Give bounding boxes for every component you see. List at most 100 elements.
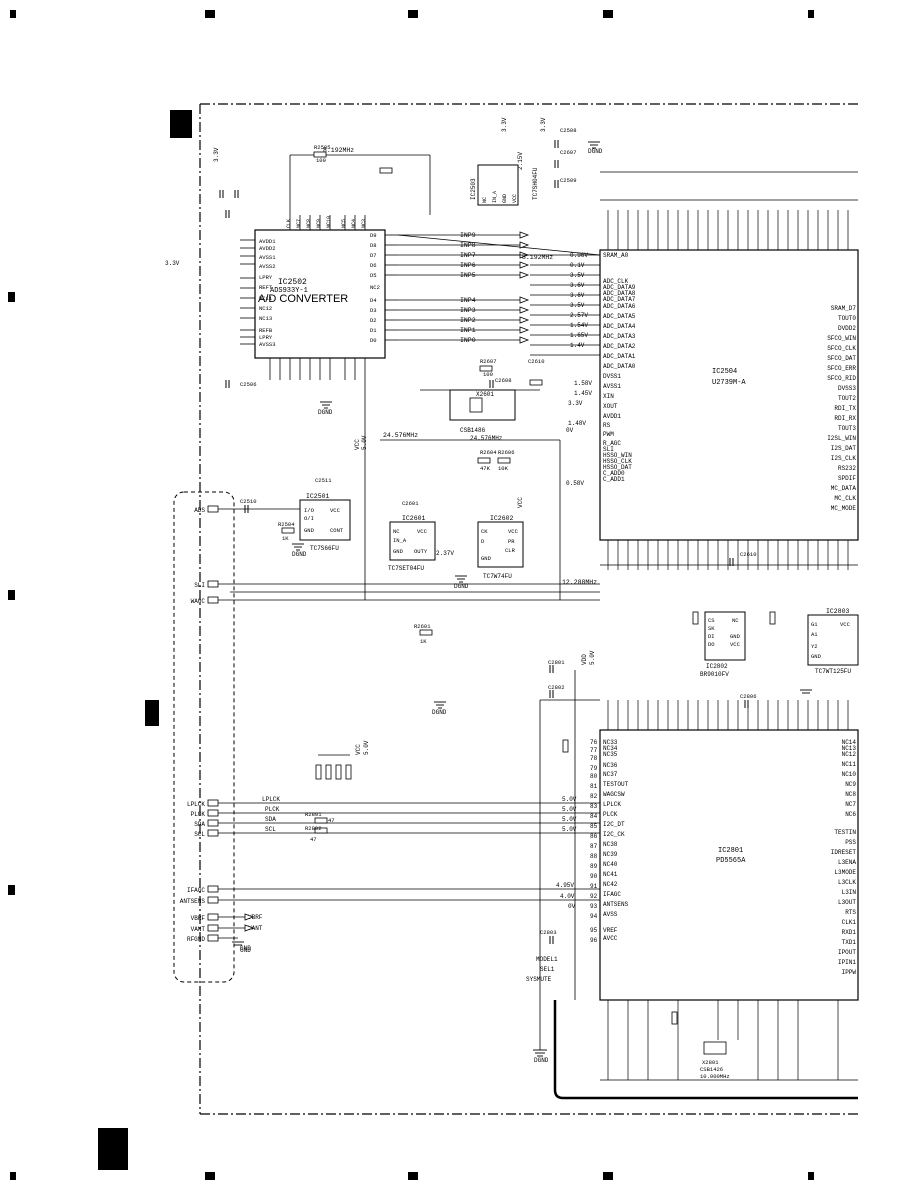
svg-text:RDI_RX: RDI_RX bbox=[834, 415, 856, 422]
svg-text:93: 93 bbox=[590, 903, 598, 910]
svg-text:I2C_DT: I2C_DT bbox=[603, 821, 625, 828]
svg-text:SEL1: SEL1 bbox=[540, 966, 555, 973]
svg-text:LPLCK: LPLCK bbox=[262, 796, 280, 803]
svg-text:1.58V: 1.58V bbox=[574, 380, 592, 387]
svg-text:2.37V: 2.37V bbox=[436, 550, 454, 557]
svg-text:83: 83 bbox=[590, 803, 598, 810]
svg-text:ADC_DATA1: ADC_DATA1 bbox=[603, 353, 636, 360]
svg-text:C2802: C2802 bbox=[548, 684, 565, 691]
svg-text:SLI: SLI bbox=[603, 446, 614, 453]
svg-text:ADC_DATA7: ADC_DATA7 bbox=[603, 296, 636, 303]
section-marker-mid bbox=[145, 700, 159, 726]
svg-text:SRAM_A0: SRAM_A0 bbox=[603, 252, 629, 259]
svg-text:NC8: NC8 bbox=[306, 219, 312, 228]
svg-text:REFB: REFB bbox=[259, 327, 273, 334]
svg-text:I/O: I/O bbox=[304, 507, 315, 514]
svg-text:81: 81 bbox=[590, 783, 598, 790]
svg-text:SYSMUTE: SYSMUTE bbox=[526, 976, 552, 983]
svg-text:RFGND: RFGND bbox=[187, 936, 205, 943]
svg-text:96: 96 bbox=[590, 937, 598, 944]
svg-text:WAGCSW: WAGCSW bbox=[603, 791, 625, 798]
svg-text:1.4V: 1.4V bbox=[570, 342, 585, 349]
svg-text:1.54V: 1.54V bbox=[570, 322, 588, 329]
inp-label: INP4 bbox=[460, 297, 476, 304]
svg-text:91: 91 bbox=[590, 883, 598, 890]
connector-nets bbox=[218, 508, 600, 1050]
svg-text:85: 85 bbox=[590, 823, 598, 830]
ic2801-left-pin-numbers: 76 77 78 79 80 81 82 83 84 85 86 87 88 8… bbox=[590, 739, 598, 944]
svg-text:ANTSENS: ANTSENS bbox=[180, 898, 206, 905]
svg-text:PLCK: PLCK bbox=[265, 806, 280, 813]
svg-text:REFT: REFT bbox=[259, 284, 273, 291]
svg-text:C_ADD1: C_ADD1 bbox=[603, 476, 625, 483]
svg-text:1K: 1K bbox=[420, 638, 427, 645]
svg-text:X2601: X2601 bbox=[476, 391, 494, 398]
svg-text:C2511: C2511 bbox=[315, 477, 332, 484]
svg-text:NC7: NC7 bbox=[845, 801, 856, 808]
svg-text:ADC_DATA2: ADC_DATA2 bbox=[603, 343, 636, 350]
svg-text:3.3V: 3.3V bbox=[501, 117, 508, 132]
ic2502-left-pins: AVDD1 AVDD2 AVSS1 AVSS2 LPRY REFT NC11 N… bbox=[259, 238, 276, 348]
svg-text:GND: GND bbox=[304, 527, 315, 534]
ic2601-inverter: IC2601 NC IN_A GND OUTY VCC TC7SET04FU bbox=[388, 515, 436, 572]
section-marker-bottom bbox=[98, 1128, 128, 1170]
svg-text:G1: G1 bbox=[811, 621, 818, 628]
inp-label: INP1 bbox=[460, 327, 476, 334]
svg-text:0V: 0V bbox=[568, 903, 576, 910]
svg-text:TC7WT125FU: TC7WT125FU bbox=[815, 668, 851, 675]
svg-text:DGND: DGND bbox=[432, 709, 447, 716]
svg-text:VANT: VANT bbox=[248, 925, 263, 932]
svg-text:RS: RS bbox=[603, 422, 611, 429]
svg-text:3.3V: 3.3V bbox=[213, 147, 220, 162]
svg-text:VCC: VCC bbox=[355, 744, 362, 755]
inp-label: INP7 bbox=[460, 252, 476, 259]
svg-text:L3MODE: L3MODE bbox=[834, 869, 856, 876]
svg-text:C2803: C2803 bbox=[540, 929, 557, 936]
svg-text:SDA: SDA bbox=[265, 816, 276, 823]
resistor-symbols bbox=[281, 151, 776, 1025]
svg-text:ADC_DATA3: ADC_DATA3 bbox=[603, 333, 636, 340]
capacitor-symbols bbox=[219, 140, 749, 944]
svg-text:IN_A: IN_A bbox=[393, 537, 407, 544]
svg-text:SK: SK bbox=[708, 625, 715, 632]
svg-text:47K: 47K bbox=[480, 465, 491, 472]
svg-text:D9: D9 bbox=[370, 232, 377, 239]
svg-text:NC: NC bbox=[732, 617, 739, 624]
svg-text:VCC: VCC bbox=[417, 528, 428, 535]
svg-text:NC35: NC35 bbox=[603, 751, 618, 758]
svg-text:C2610: C2610 bbox=[528, 358, 545, 365]
svg-text:AVCC: AVCC bbox=[603, 935, 618, 942]
svg-text:PLCK: PLCK bbox=[191, 811, 206, 818]
svg-text:NC33: NC33 bbox=[603, 739, 618, 746]
svg-text:D6: D6 bbox=[370, 262, 377, 269]
svg-text:C2509: C2509 bbox=[560, 177, 577, 184]
svg-text:NC7: NC7 bbox=[296, 219, 302, 228]
svg-text:87: 87 bbox=[590, 843, 598, 850]
svg-text:VDD: VDD bbox=[581, 654, 588, 665]
svg-text:95: 95 bbox=[590, 927, 598, 934]
svg-text:R2606: R2606 bbox=[498, 449, 515, 456]
svg-text:DVSS1: DVSS1 bbox=[603, 373, 621, 380]
svg-text:GND: GND bbox=[730, 633, 741, 640]
svg-text:IDRESET: IDRESET bbox=[831, 849, 857, 856]
svg-text:NC4: NC4 bbox=[351, 219, 357, 228]
connector-net-labels: LPLCK PLCK SDA SCL VBRF VANT GND bbox=[240, 796, 280, 952]
svg-text:LPRY: LPRY bbox=[259, 334, 273, 341]
svg-text:LPLCK: LPLCK bbox=[187, 801, 205, 808]
svg-text:I2SL_WIN: I2SL_WIN bbox=[827, 435, 856, 442]
svg-text:ANTSENS: ANTSENS bbox=[603, 901, 629, 908]
svg-text:NC37: NC37 bbox=[603, 771, 618, 778]
svg-text:R2601: R2601 bbox=[414, 623, 431, 630]
svg-text:IC2503: IC2503 bbox=[470, 178, 477, 200]
svg-text:NC38: NC38 bbox=[603, 841, 618, 848]
svg-text:CK: CK bbox=[481, 528, 488, 535]
svg-text:NC12: NC12 bbox=[259, 305, 272, 312]
svg-text:MC_DATA: MC_DATA bbox=[831, 485, 857, 492]
svg-text:OUTY: OUTY bbox=[414, 548, 428, 555]
svg-text:3.5V: 3.5V bbox=[570, 272, 585, 279]
svg-text:47: 47 bbox=[328, 817, 335, 824]
svg-text:DGND: DGND bbox=[454, 583, 469, 590]
svg-text:CSB1486: CSB1486 bbox=[460, 427, 486, 434]
svg-text:5.0V: 5.0V bbox=[562, 796, 577, 803]
svg-text:84: 84 bbox=[590, 813, 598, 820]
